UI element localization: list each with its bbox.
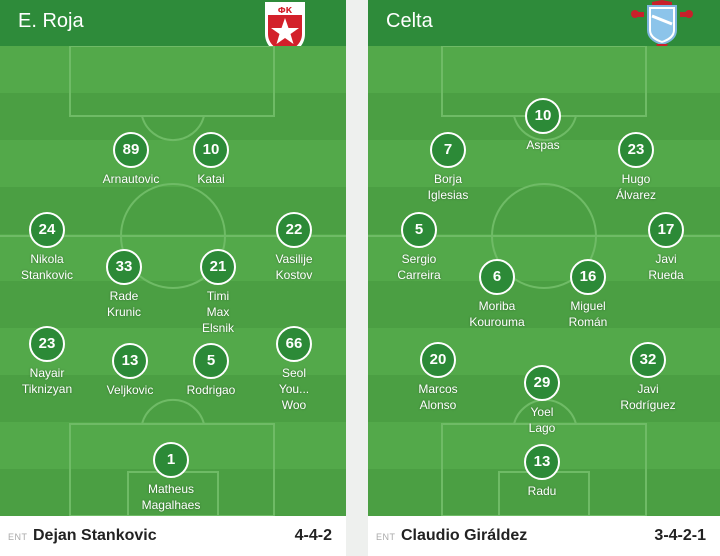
player-number: 21	[200, 249, 236, 285]
player-name: Nayair Tiknizyan	[21, 366, 73, 396]
player-name: Arnautovic	[102, 172, 160, 186]
celta-crest-icon	[631, 0, 693, 56]
player-number: 29	[524, 365, 560, 401]
team-name: E. Roja	[18, 10, 84, 32]
player-name: Aspas	[526, 138, 560, 152]
coach-name: Dejan Stankovic	[33, 527, 157, 544]
player-number: 13	[112, 343, 148, 379]
player-number: 5	[193, 343, 229, 379]
coach-label: ENT	[376, 532, 396, 542]
player-name: Katai	[197, 172, 225, 186]
player-name: Rodrigao	[186, 383, 236, 397]
player-number: 23	[29, 326, 65, 362]
player-name: Miguel Román	[568, 299, 608, 329]
player-number: 23	[618, 132, 654, 168]
player-number: 89	[113, 132, 149, 168]
svg-text:ФК: ФК	[278, 6, 293, 15]
player-name: Sergio Carreira	[397, 252, 441, 282]
team-header: E. Roja ФК	[0, 0, 346, 56]
player-name: Hugo Álvarez	[615, 172, 656, 202]
player-name: Radu	[527, 484, 557, 498]
coach-label: ENT	[8, 532, 28, 542]
player-name: Seol You... Woo	[278, 366, 310, 412]
player-name: Timi Max Elsnik	[201, 289, 234, 335]
player-number: 17	[648, 212, 684, 248]
player-name: Matheus Magalhaes	[141, 482, 201, 512]
red-star-crest-icon: ФК	[265, 2, 305, 56]
player-name: Yoel Lago	[528, 405, 556, 435]
player-number: 10	[525, 98, 561, 134]
player-number: 6	[479, 259, 515, 295]
formation: 4-4-2	[294, 527, 332, 544]
player-name: Veljkovic	[106, 383, 154, 397]
player-number: 20	[420, 342, 456, 378]
player-number: 33	[106, 249, 142, 285]
player-number: 7	[430, 132, 466, 168]
player-number: 32	[630, 342, 666, 378]
formation: 3-4-2-1	[654, 527, 706, 544]
player-number: 1	[153, 442, 189, 478]
player-number: 22	[276, 212, 312, 248]
coach-footer: ENT Claudio Giráldez 3-4-2-1	[368, 516, 720, 556]
player-number: 5	[401, 212, 437, 248]
player-name: Rade Krunic	[106, 289, 141, 319]
player-number: 24	[29, 212, 65, 248]
team-header: Celta	[368, 0, 720, 56]
player-number: 16	[570, 259, 606, 295]
player-name: Javi Rueda	[648, 252, 684, 282]
player-number: 66	[276, 326, 312, 362]
player-name: Vasilije Kostov	[275, 252, 313, 282]
player-name: Nikola Stankovic	[20, 252, 74, 282]
coach-footer: ENT Dejan Stankovic 4-4-2	[0, 516, 346, 556]
player-name: Marcos Alonso	[418, 382, 458, 412]
team-name: Celta	[386, 10, 433, 32]
player-name: Moriba Kourouma	[469, 299, 525, 329]
player-name: Borja Iglesias	[427, 172, 469, 202]
player-name: Javi Rodríguez	[620, 382, 676, 412]
coach-name: Claudio Giráldez	[401, 527, 528, 544]
player-number: 10	[193, 132, 229, 168]
player-number: 13	[524, 444, 560, 480]
